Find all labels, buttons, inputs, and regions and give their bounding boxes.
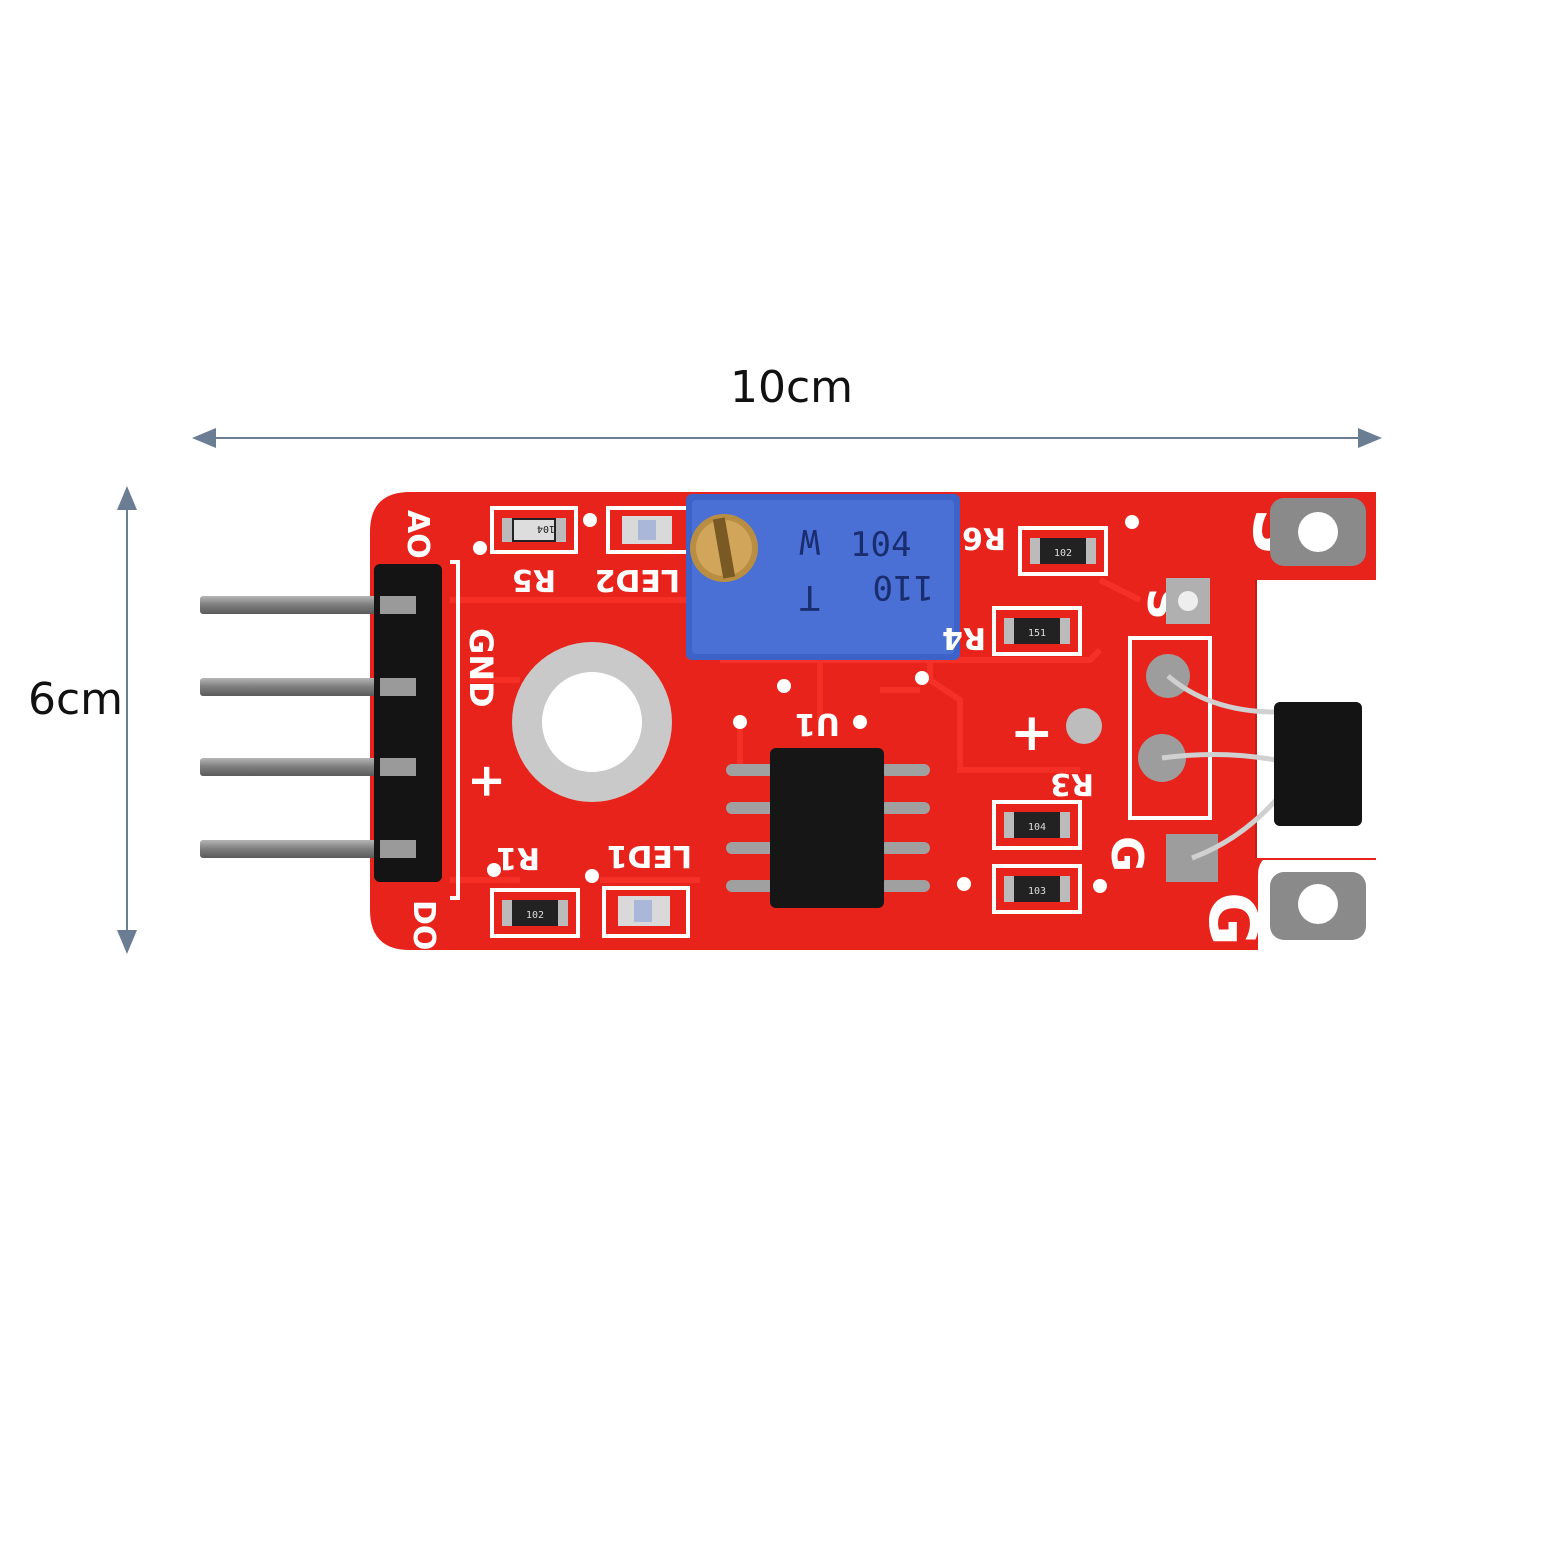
r3-end-left <box>1004 812 1014 838</box>
r1-code: 102 <box>526 910 544 921</box>
header-pins <box>200 596 415 858</box>
label-u1: U1 <box>795 706 840 741</box>
label-plus-pad: + <box>1010 703 1054 763</box>
r5-end-left <box>502 518 512 542</box>
r1-end-right <box>558 900 568 926</box>
pot-text-104: 104 <box>850 525 911 565</box>
led1-silk-box <box>602 886 690 938</box>
r6-end-left <box>1030 538 1040 564</box>
label-r2: R2 <box>1086 952 1130 987</box>
height-dimension-label: 6cm <box>28 674 124 725</box>
r1-resistor <box>502 900 568 926</box>
potentiometer-top <box>692 500 954 654</box>
label-r5: R5 <box>512 562 556 597</box>
r5-silk-box <box>490 506 578 554</box>
mount-hole-bottom <box>1298 884 1338 924</box>
r5-code: 104 <box>537 523 555 534</box>
label-r3: R3 <box>1050 766 1094 801</box>
label-g-small: G <box>1101 836 1152 872</box>
r4-code: 151 <box>1028 628 1046 639</box>
label-led2: LED2 <box>595 562 680 597</box>
r6-resistor <box>1030 538 1096 564</box>
pot-text-t: T <box>800 577 820 617</box>
r2-silk-box <box>992 864 1082 914</box>
r5-body <box>514 520 554 540</box>
r6-code: 102 <box>1054 548 1072 559</box>
r2-end-left <box>1004 876 1014 902</box>
pad-plus <box>1066 708 1102 744</box>
r3-resistor <box>1004 812 1070 838</box>
r1-end-left <box>502 900 512 926</box>
r4-end-left <box>1004 618 1014 644</box>
hall-sensor <box>1274 702 1362 826</box>
r3-end-right <box>1060 812 1070 838</box>
r2-end-right <box>1060 876 1070 902</box>
chip-pins <box>726 764 930 892</box>
potentiometer-screw-slot <box>712 517 736 579</box>
width-dimension-label: 10cm <box>730 362 854 413</box>
label-r6: R6 <box>962 520 1006 555</box>
label-r4: R4 <box>942 620 986 655</box>
sensor-leads <box>1161 674 1278 861</box>
label-led1: LED1 <box>607 838 692 873</box>
label-gnd: GND <box>462 628 500 708</box>
label-ao: AO <box>400 510 435 559</box>
chip-u1 <box>770 748 884 908</box>
r4-resistor <box>1004 618 1070 644</box>
label-plus-header: + <box>461 762 515 801</box>
pot-text-110: 110 <box>873 567 934 607</box>
r2-resistor <box>1004 876 1070 902</box>
r5-end-right <box>556 518 566 542</box>
r3-silk-box <box>992 800 1082 850</box>
header-pin-tips <box>380 596 416 858</box>
led2-lens <box>638 520 656 540</box>
header-housing <box>374 564 442 882</box>
mount-hole-top <box>1298 512 1338 552</box>
header-silk-outline <box>450 560 460 900</box>
r1-silk-box <box>490 888 580 938</box>
r3-code: 104 <box>1028 822 1046 833</box>
r4-end-right <box>1060 618 1070 644</box>
label-g-bottom: G <box>1194 892 1271 946</box>
r6-end-right <box>1086 538 1096 564</box>
label-r1: R1 <box>496 840 540 875</box>
r4-silk-box <box>992 606 1082 656</box>
sensor-silk-box <box>1128 636 1212 820</box>
pad-s-hole <box>1178 591 1198 611</box>
pcb-board <box>370 492 1376 950</box>
r6-silk-box <box>1018 526 1108 576</box>
vias <box>473 513 1139 893</box>
led1-lens <box>634 900 652 922</box>
label-do: DO <box>406 900 441 950</box>
r2-code: 103 <box>1028 886 1046 897</box>
pot-text-w: W <box>799 521 820 561</box>
mounting-hole <box>542 672 642 772</box>
